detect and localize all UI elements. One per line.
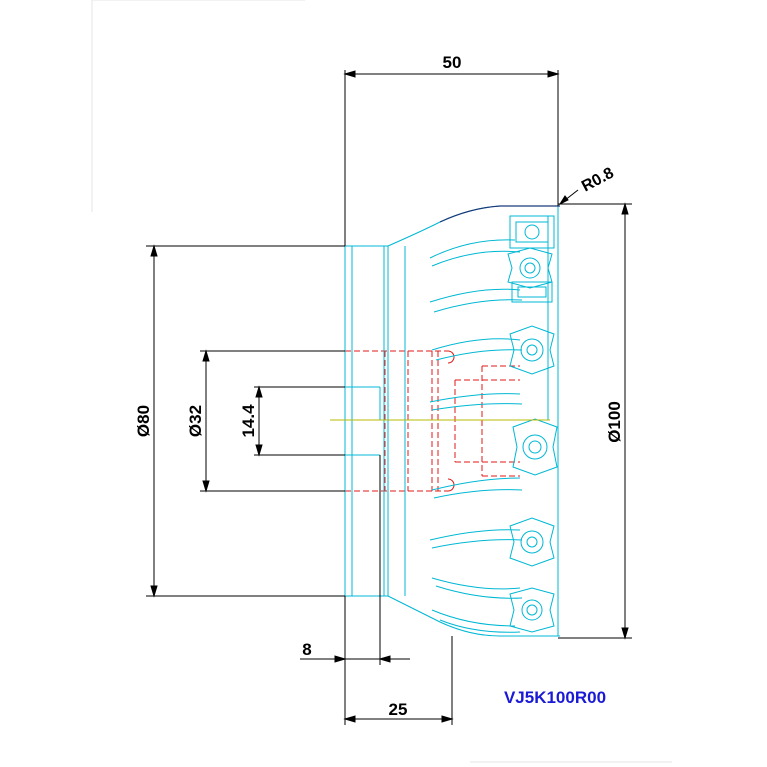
part-code-label: VJ5K100R00 (504, 688, 606, 707)
dim-length-total: 50 (443, 53, 462, 72)
sheet-frame (91, 0, 672, 763)
insert-4 (509, 325, 555, 375)
dimension-lines (146, 70, 632, 725)
dim-diameter-cutter: Ø100 (605, 401, 624, 443)
insert-1 (509, 215, 555, 249)
insert-6 (509, 517, 555, 567)
dim-hub-length: 25 (389, 700, 408, 719)
chip-flutes (429, 239, 523, 633)
dim-diameter-bore: Ø32 (186, 405, 205, 437)
cutter-body-outline (344, 205, 560, 637)
insert-group (507, 215, 558, 633)
dim-keyway-width: 14.4 (239, 404, 258, 438)
insert-5 (512, 418, 558, 476)
dim-corner-radius: R0.8 (579, 165, 617, 196)
top-edge-highlight (439, 205, 560, 223)
dim-key-depth: 8 (302, 640, 311, 659)
dim-diameter-hub: Ø80 (134, 405, 153, 437)
insert-7 (509, 587, 555, 633)
hidden-bore-arcs (447, 350, 455, 492)
insert-3 (511, 281, 553, 303)
hidden-bore-lines (344, 350, 520, 492)
